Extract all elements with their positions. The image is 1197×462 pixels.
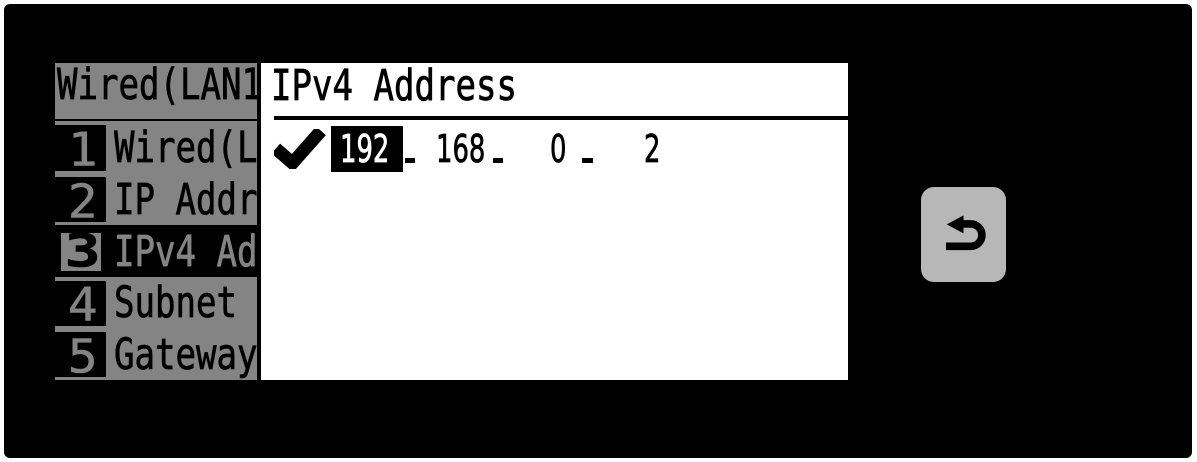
check-icon (274, 128, 327, 169)
menu-item-5-number: 5 (55, 329, 106, 380)
ip-dot-3 (582, 157, 593, 164)
ip-octet-4[interactable]: 2 (644, 126, 668, 171)
menu-item-1-number-label: 1 (67, 122, 98, 174)
panel-title: IPv4 Address (271, 63, 518, 112)
menu-item-4-label: Subnet Mask (113, 282, 258, 329)
menu-item-1-number: 1 (55, 122, 106, 174)
menu-item-5-label: Gateway Address (113, 334, 258, 380)
menu-item-3-number-box: 3 (61, 229, 101, 274)
menu-item-4-label-clip: Subnet Mask (114, 282, 258, 328)
menu-item-2-number-label: 2 (67, 174, 98, 225)
ip-octet-3[interactable]: 0 (550, 126, 574, 171)
menu-item-2-label-clip: IP Address (114, 179, 258, 225)
menu-item-3-label-clip: IPv4 Address (114, 231, 258, 277)
ip-octet-4-value: 2 (644, 126, 661, 171)
menu-item-3-label: IPv4 Address (113, 230, 258, 277)
ip-dot-2 (492, 157, 504, 164)
ip-octet-3-value: 0 (550, 126, 567, 171)
ip-octet-2[interactable]: 168 (435, 126, 509, 171)
menu-item-4-number: 4 (55, 277, 106, 329)
return-arrow-icon (946, 215, 986, 251)
menu-item-3-number: 3 (55, 229, 106, 274)
menu-item-4-number-label: 4 (67, 277, 98, 329)
back-button[interactable] (921, 187, 1006, 282)
menu-item-ipv4-address[interactable]: 3 IPv4 Address (55, 224, 258, 277)
menu-item-5-label-clip: Gateway Address (114, 334, 258, 380)
ip-octet-1-selected[interactable]: 192 (330, 125, 403, 173)
title-divider (274, 116, 848, 120)
menu-item-2-label: IP Address (113, 178, 258, 225)
ip-octet-1-value: 192 (340, 126, 390, 171)
menu-item-gateway-address[interactable]: 5 Gateway Address (55, 328, 257, 380)
detail-panel: IPv4 Address 192 168 0 2 (261, 63, 848, 380)
ip-dot-1 (404, 157, 416, 164)
ip-octet-2-value: 168 (435, 126, 486, 171)
menu-item-ip-address[interactable]: 2 IP Address (55, 173, 257, 225)
menu-item-3-number-label: 3 (64, 224, 101, 277)
ipv4-address-row: 192 168 0 2 (261, 63, 847, 380)
menu-item-5-number-label: 5 (67, 329, 98, 380)
menu-item-2-number: 2 (55, 174, 106, 225)
menu-item-subnet-mask[interactable]: 4 Subnet Mask (55, 276, 258, 329)
